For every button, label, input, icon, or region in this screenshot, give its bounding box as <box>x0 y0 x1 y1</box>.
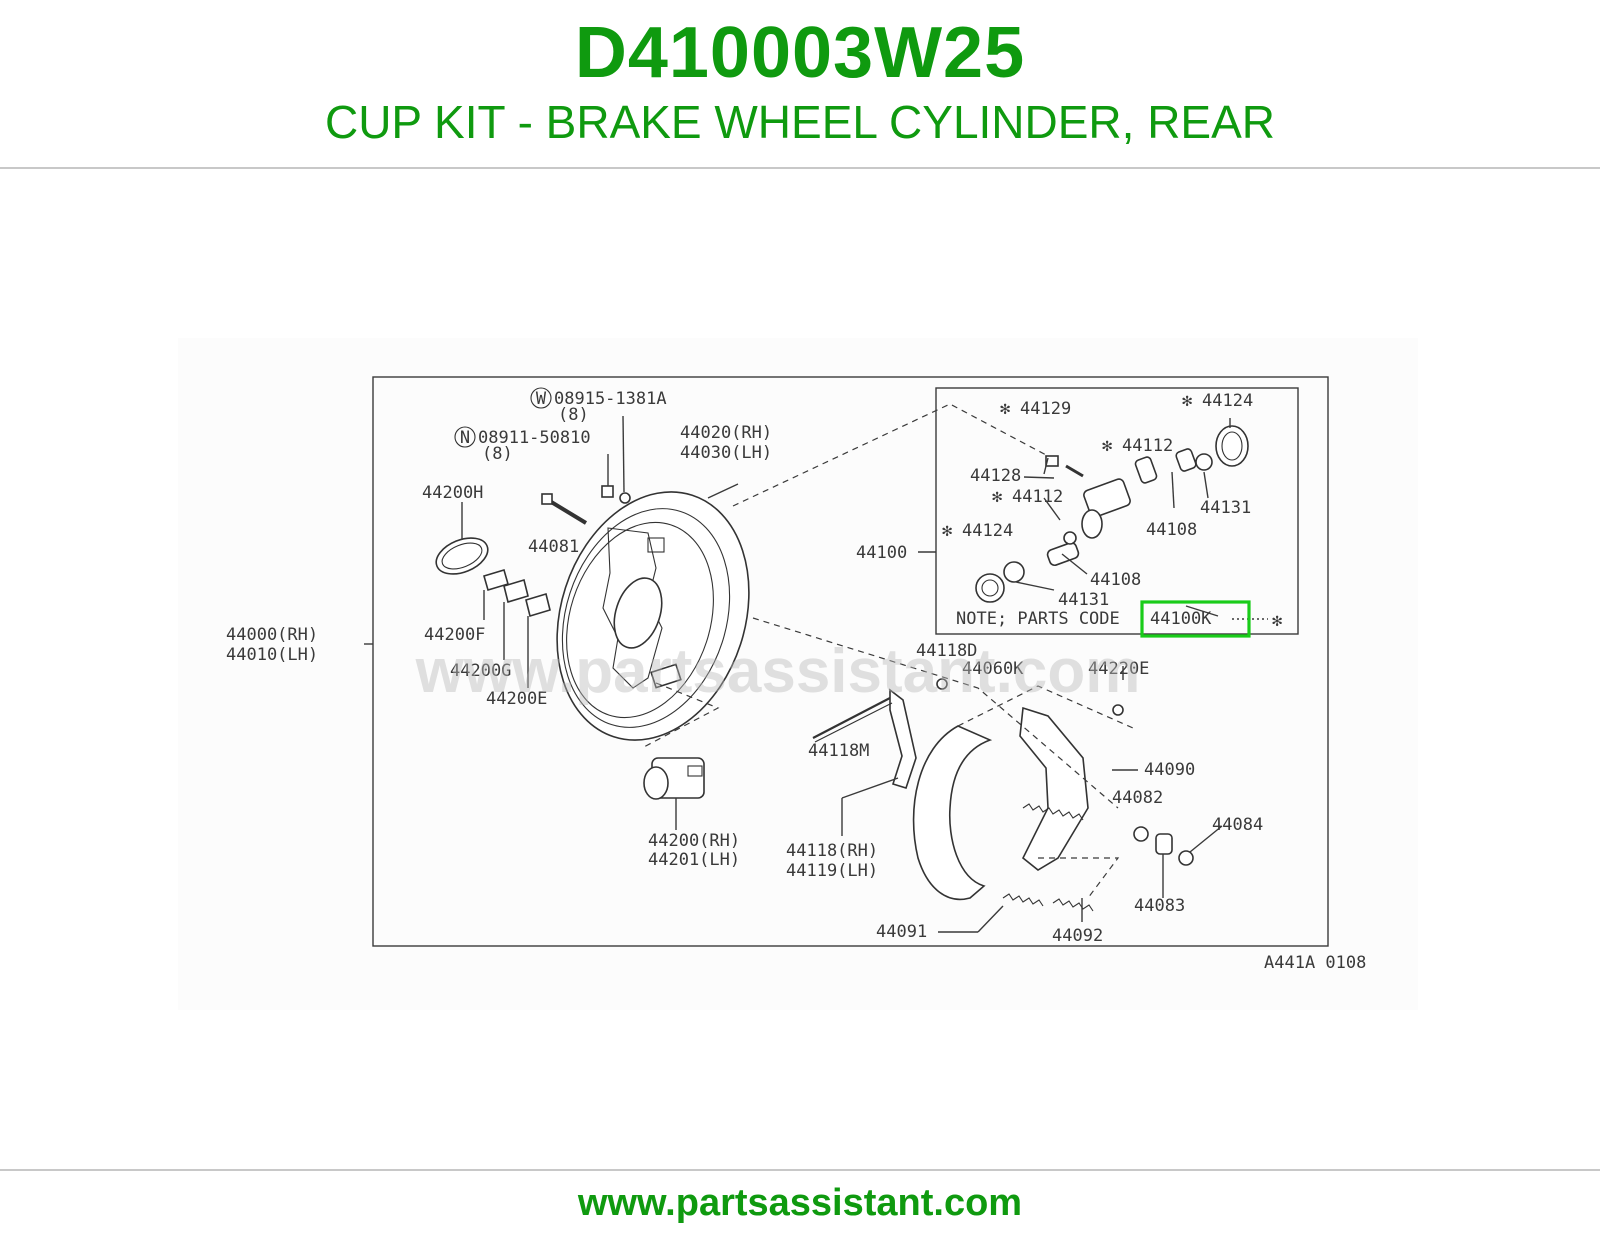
callout-44108-top: 44108 <box>1146 520 1197 540</box>
strut-44118M <box>812 697 891 739</box>
dash-line-cylinder <box>641 682 720 749</box>
callout-44082: 44082 <box>1112 788 1163 808</box>
diagram-frame <box>372 376 1329 947</box>
dash-line-inset <box>732 403 1049 507</box>
callout-44091: 44091 <box>876 922 927 942</box>
dash-line-pin <box>957 685 1134 729</box>
callout-44020-rh: 44020(RH) <box>680 423 772 443</box>
callout-44108-low: 44108 <box>1090 570 1141 590</box>
dash-line-spring <box>1038 857 1120 899</box>
lever-44118 <box>889 688 917 789</box>
circle-n-letter: N <box>460 428 470 448</box>
callout-08915-qty: (8) <box>558 405 589 425</box>
asterisk-note: ✻ <box>1272 611 1282 631</box>
callout-44118M: 44118M <box>808 741 869 761</box>
callout-08915-1381A: 08915-1381A <box>554 389 667 409</box>
highlighted-code-44100K: 44100K <box>1150 609 1212 629</box>
callout-44119-lh: 44119(LH) <box>786 861 878 881</box>
callout-44118-rh: 44118(RH) <box>786 841 878 861</box>
spring-44090 <box>1022 803 1084 821</box>
callout-44010-lh: 44010(LH) <box>226 645 318 665</box>
brake-shoe <box>912 725 993 901</box>
circle-w-letter: W <box>536 389 547 409</box>
part-description: CUP KIT - BRAKE WHEEL CYLINDER, REAR <box>324 96 1276 148</box>
callout-44081: 44081 <box>528 537 579 557</box>
callout-44112-mid: 44112 <box>1012 487 1063 507</box>
header-divider <box>0 167 1600 169</box>
pin-44118D <box>936 678 948 690</box>
page-header: D410003W25 CUP KIT - BRAKE WHEEL CYLINDE… <box>0 0 1600 168</box>
callout-44200G: 44200G <box>450 661 511 681</box>
asterisk-44124-low: ✻ <box>942 521 952 541</box>
asterisk-44112-mid: ✻ <box>992 487 1002 507</box>
seal-44200H-inner <box>441 542 483 570</box>
circle-w-marker <box>530 387 552 409</box>
washer-44082 <box>1133 826 1149 842</box>
pin-44220E <box>1112 704 1124 716</box>
callout-44128: 44128 <box>970 466 1021 486</box>
callout-44084: 44084 <box>1212 815 1263 835</box>
seal-44200H <box>435 537 489 575</box>
callout-44129: 44129 <box>1020 399 1071 419</box>
retainer-44084 <box>1178 850 1194 866</box>
callout-44092: 44092 <box>1052 926 1103 946</box>
note-parts-code: NOTE; PARTS CODE <box>956 609 1120 629</box>
callout-44112-top: 44112 <box>1122 436 1173 456</box>
callout-08911-50810: 08911-50810 <box>478 428 591 448</box>
nut-and-washer <box>601 485 631 504</box>
asterisk-44112-top: ✻ <box>1102 436 1112 456</box>
brake-shoe-rh <box>1019 706 1089 871</box>
callout-08911-qty: (8) <box>482 444 513 464</box>
backing-plate <box>556 491 750 741</box>
callout-44200F: 44200F <box>424 625 485 645</box>
footer-website-link[interactable]: www.partsassistant.com <box>577 1182 1023 1224</box>
callout-44200H: 44200H <box>422 483 483 503</box>
callout-44060K: 44060K <box>962 659 1024 679</box>
part-number-title: D410003W25 <box>574 13 1026 93</box>
circle-n-marker <box>454 426 476 448</box>
asterisk-44124-top: ✻ <box>1182 391 1192 411</box>
callout-44118D: 44118D <box>916 641 977 661</box>
callout-44000-rh: 44000(RH) <box>226 625 318 645</box>
callout-44030-lh: 44030(LH) <box>680 443 772 463</box>
diagram-code: A441A 0108 <box>1264 953 1366 973</box>
bolt-44081 <box>541 493 588 525</box>
wheel-cylinder-44200 <box>643 757 705 800</box>
callout-44200E: 44200E <box>486 689 547 709</box>
highlight-box <box>1140 600 1251 638</box>
callout-44124-top: 44124 <box>1202 391 1253 411</box>
spring-44091 <box>1002 893 1044 907</box>
parts-diagram: W N 08915-1381A (8) 08911-50810 (8) 4402… <box>178 338 1418 1010</box>
callout-44131-low: 44131 <box>1058 590 1109 610</box>
spring-44092 <box>1052 898 1094 912</box>
inset-wheel-cylinder <box>975 425 1249 603</box>
clip-44200G <box>503 578 529 604</box>
callout-44083: 44083 <box>1134 896 1185 916</box>
spring-44083 <box>1155 833 1173 855</box>
detail-inset-frame <box>935 387 1299 635</box>
callout-44200-rh: 44200(RH) <box>648 831 740 851</box>
callout-44124-low: 44124 <box>962 521 1013 541</box>
parts-diagram-svg: W N 08915-1381A (8) 08911-50810 (8) 4402… <box>226 376 1366 973</box>
clip-44200E <box>525 592 551 618</box>
asterisk-44129: ✻ <box>1000 399 1010 419</box>
dash-line-shoe <box>752 617 1119 809</box>
callout-44100: 44100 <box>856 543 907 563</box>
callout-44220E: 44220E <box>1088 659 1149 679</box>
callout-44131-top: 44131 <box>1200 498 1251 518</box>
footer-divider <box>0 1169 1600 1171</box>
callout-44090: 44090 <box>1144 760 1195 780</box>
callout-44201-lh: 44201(LH) <box>648 850 740 870</box>
watermark: www.partsassistant.com <box>415 637 1141 706</box>
